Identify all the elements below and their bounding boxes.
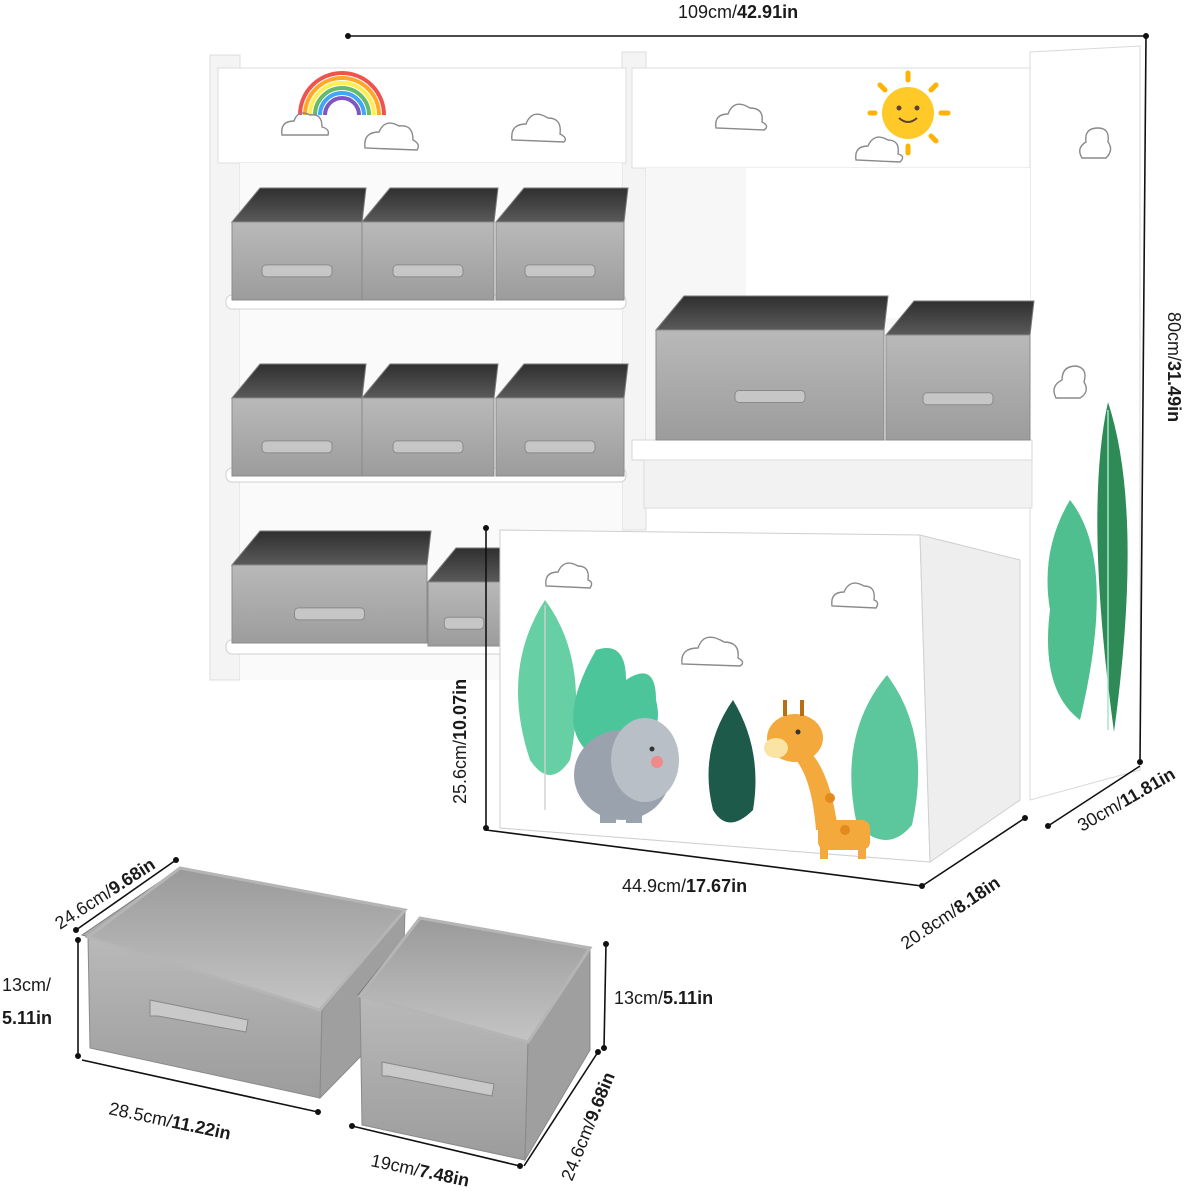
dimension-lines: [73, 33, 1149, 1169]
bin-handle: [392, 264, 464, 278]
right-header-board: [631, 67, 1035, 169]
tree-icon: [851, 675, 919, 840]
elephant-icon: [574, 718, 679, 823]
small-storage-bin: [357, 916, 593, 1162]
sun-icon: [867, 70, 951, 156]
shelf-storage-bin: [426, 547, 505, 647]
shelf-bins: [230, 187, 1035, 647]
bin-handle: [443, 616, 485, 630]
chest-width-label: 44.9cm/17.67in: [622, 876, 747, 896]
left-header-board: [217, 67, 627, 164]
bin-handle: [149, 999, 249, 1033]
cloud-icon: [511, 113, 567, 143]
bin-handle: [261, 264, 333, 278]
shelf-storage-bin: [230, 363, 367, 477]
right-shelf-apron: [643, 459, 1033, 509]
chest-height-label: 25.6cm/10.07in: [450, 679, 470, 804]
bin-handle: [922, 392, 994, 406]
giraffe-icon: [764, 700, 870, 859]
bin-handle: [261, 440, 333, 454]
cloud-icon: [281, 112, 330, 136]
large-bin-height-metric: 13cm/: [2, 975, 51, 995]
small-bin-height-label: 13cm/5.11in: [614, 988, 713, 1008]
tree-icon: [518, 600, 577, 775]
tree-icon: [708, 700, 756, 823]
cloud-icon: [715, 103, 768, 131]
bin-handle: [381, 1061, 495, 1097]
shelf-storage-bin: [494, 363, 629, 477]
shelf-storage-bin: [494, 187, 629, 301]
rainbow-icon: [298, 71, 386, 116]
cloud-icon: [545, 562, 593, 589]
cloud-icon: [855, 136, 904, 163]
cloud-icon: [831, 582, 879, 609]
shelf-storage-bin: [360, 187, 499, 301]
overall-height-label: 80cm/31.49in: [1164, 312, 1184, 422]
bin-handle: [734, 390, 806, 403]
shelf-storage-bin: [884, 300, 1035, 441]
toy-chest-side: [919, 534, 1021, 863]
small-bin-width-label: 19cm/7.48in: [369, 1150, 471, 1190]
shelf-storage-bin: [230, 530, 432, 644]
right-upper-opening: [746, 168, 1030, 318]
shelf-storage-bin: [654, 295, 889, 441]
large-storage-bin: [80, 866, 408, 1100]
large-bin-height-imperial: 5.11in: [2, 1008, 52, 1028]
cloud-icon: [1079, 127, 1112, 159]
bin-handle: [524, 264, 596, 278]
bin-handle: [392, 440, 464, 454]
right-shelf-board: [631, 439, 1033, 461]
large-bin-width-label: 28.5cm/11.22in: [107, 1098, 233, 1143]
shelf-storage-bin: [230, 187, 367, 301]
toy-chest: [499, 529, 1021, 863]
side-panel-leaves-icon: [1047, 402, 1128, 732]
overall-width-label: 109cm/42.91in: [678, 2, 798, 22]
shelf-storage-bin: [360, 363, 499, 477]
bin-handle: [294, 607, 365, 621]
cloud-icon: [364, 122, 420, 151]
cloud-icon: [681, 636, 744, 667]
bin-handle: [524, 440, 596, 454]
cloud-icon: [1053, 365, 1087, 399]
